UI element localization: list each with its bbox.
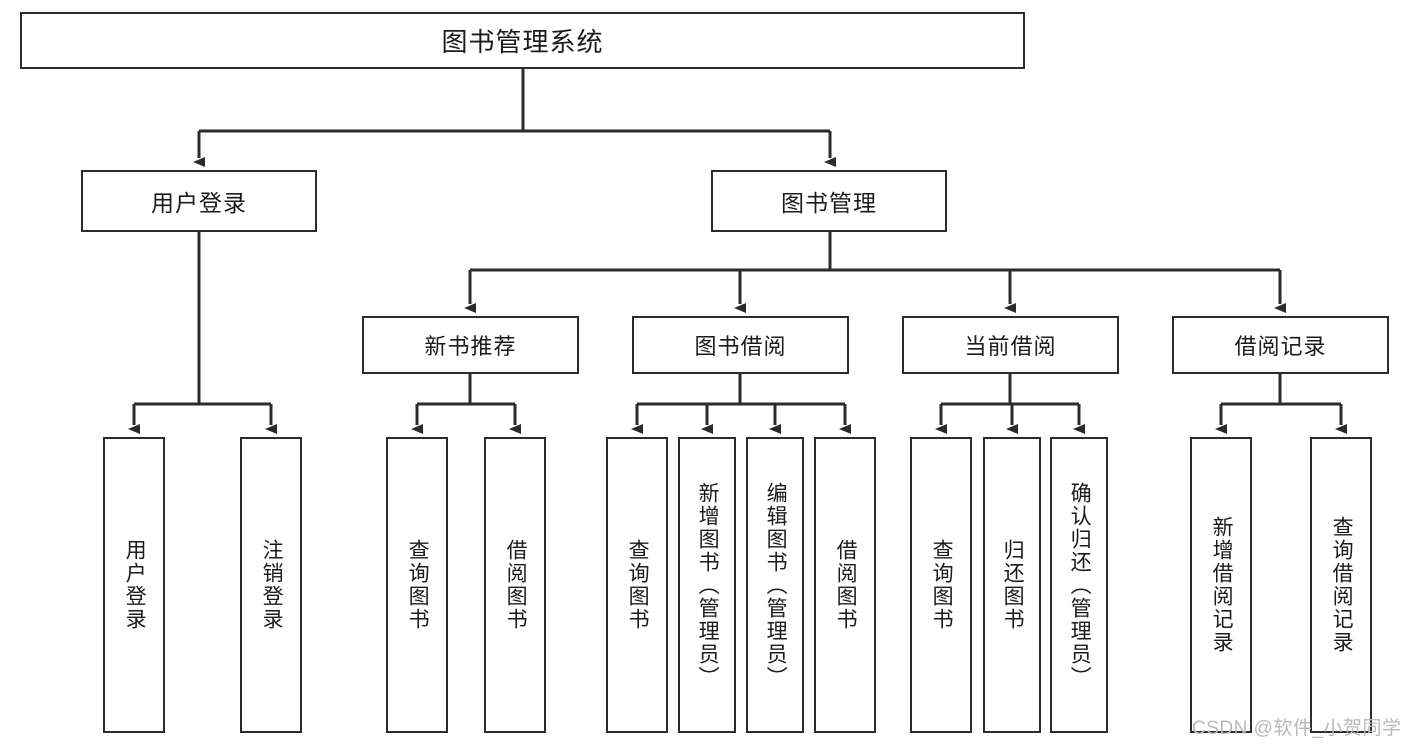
leaf-borrow-book-recommend-label: 借阅图书 bbox=[504, 539, 528, 631]
leaf-query-book-current[interactable]: 查询图书 bbox=[910, 437, 972, 733]
node-borrow-record-label: 借阅记录 bbox=[1234, 334, 1327, 359]
leaf-return-book[interactable]: 归还图书 bbox=[983, 437, 1041, 733]
node-root-label: 图书管理系统 bbox=[441, 27, 604, 57]
leaf-borrow-book-label: 借阅图书 bbox=[834, 539, 858, 631]
leaf-query-borrow-record[interactable]: 查询借阅记录 bbox=[1310, 437, 1372, 733]
leaf-add-borrow-record[interactable]: 新增借阅记录 bbox=[1190, 437, 1252, 733]
leaf-borrow-book-recommend[interactable]: 借阅图书 bbox=[484, 437, 546, 733]
leaf-add-book-admin-label: 新增图书（管理员） bbox=[696, 481, 720, 689]
node-book-borrow-label: 图书借阅 bbox=[694, 334, 787, 359]
leaf-edit-book-admin-label: 编辑图书（管理员） bbox=[764, 481, 788, 689]
leaf-add-book-admin[interactable]: 新增图书（管理员） bbox=[678, 437, 736, 733]
leaf-query-book-recommend[interactable]: 查询图书 bbox=[386, 437, 448, 733]
leaf-query-book-borrow[interactable]: 查询图书 bbox=[606, 437, 668, 733]
node-book-borrow[interactable]: 图书借阅 bbox=[632, 316, 849, 374]
leaf-logout-login[interactable]: 注销登录 bbox=[240, 437, 302, 733]
node-new-book-recommend[interactable]: 新书推荐 bbox=[362, 316, 579, 374]
leaf-confirm-return-admin-label: 确认归还（管理员） bbox=[1068, 481, 1092, 689]
node-book-management-label: 图书管理 bbox=[781, 190, 877, 216]
leaf-user-login-label: 用户登录 bbox=[123, 539, 147, 631]
node-current-borrow-label: 当前借阅 bbox=[964, 334, 1057, 359]
leaf-logout-login-label: 注销登录 bbox=[260, 539, 284, 631]
leaf-confirm-return-admin[interactable]: 确认归还（管理员） bbox=[1050, 437, 1108, 733]
csdn-watermark: CSDN @软件_小贺同学 bbox=[1192, 718, 1402, 739]
node-root[interactable]: 图书管理系统 bbox=[20, 12, 1025, 69]
leaf-user-login[interactable]: 用户登录 bbox=[103, 437, 165, 733]
leaf-query-book-borrow-label: 查询图书 bbox=[626, 539, 650, 631]
node-borrow-record[interactable]: 借阅记录 bbox=[1172, 316, 1389, 374]
node-current-borrow[interactable]: 当前借阅 bbox=[902, 316, 1119, 374]
leaf-edit-book-admin[interactable]: 编辑图书（管理员） bbox=[746, 437, 804, 733]
node-new-book-recommend-label: 新书推荐 bbox=[424, 334, 517, 359]
leaf-add-borrow-record-label: 新增借阅记录 bbox=[1210, 516, 1234, 654]
leaf-return-book-label: 归还图书 bbox=[1001, 539, 1025, 631]
node-user-login-label: 用户登录 bbox=[151, 190, 247, 216]
leaf-query-borrow-record-label: 查询借阅记录 bbox=[1330, 516, 1354, 654]
node-user-login[interactable]: 用户登录 bbox=[81, 170, 317, 232]
leaf-borrow-book[interactable]: 借阅图书 bbox=[814, 437, 876, 733]
node-book-management[interactable]: 图书管理 bbox=[711, 170, 947, 232]
leaf-query-book-current-label: 查询图书 bbox=[930, 539, 954, 631]
leaf-query-book-recommend-label: 查询图书 bbox=[406, 539, 430, 631]
